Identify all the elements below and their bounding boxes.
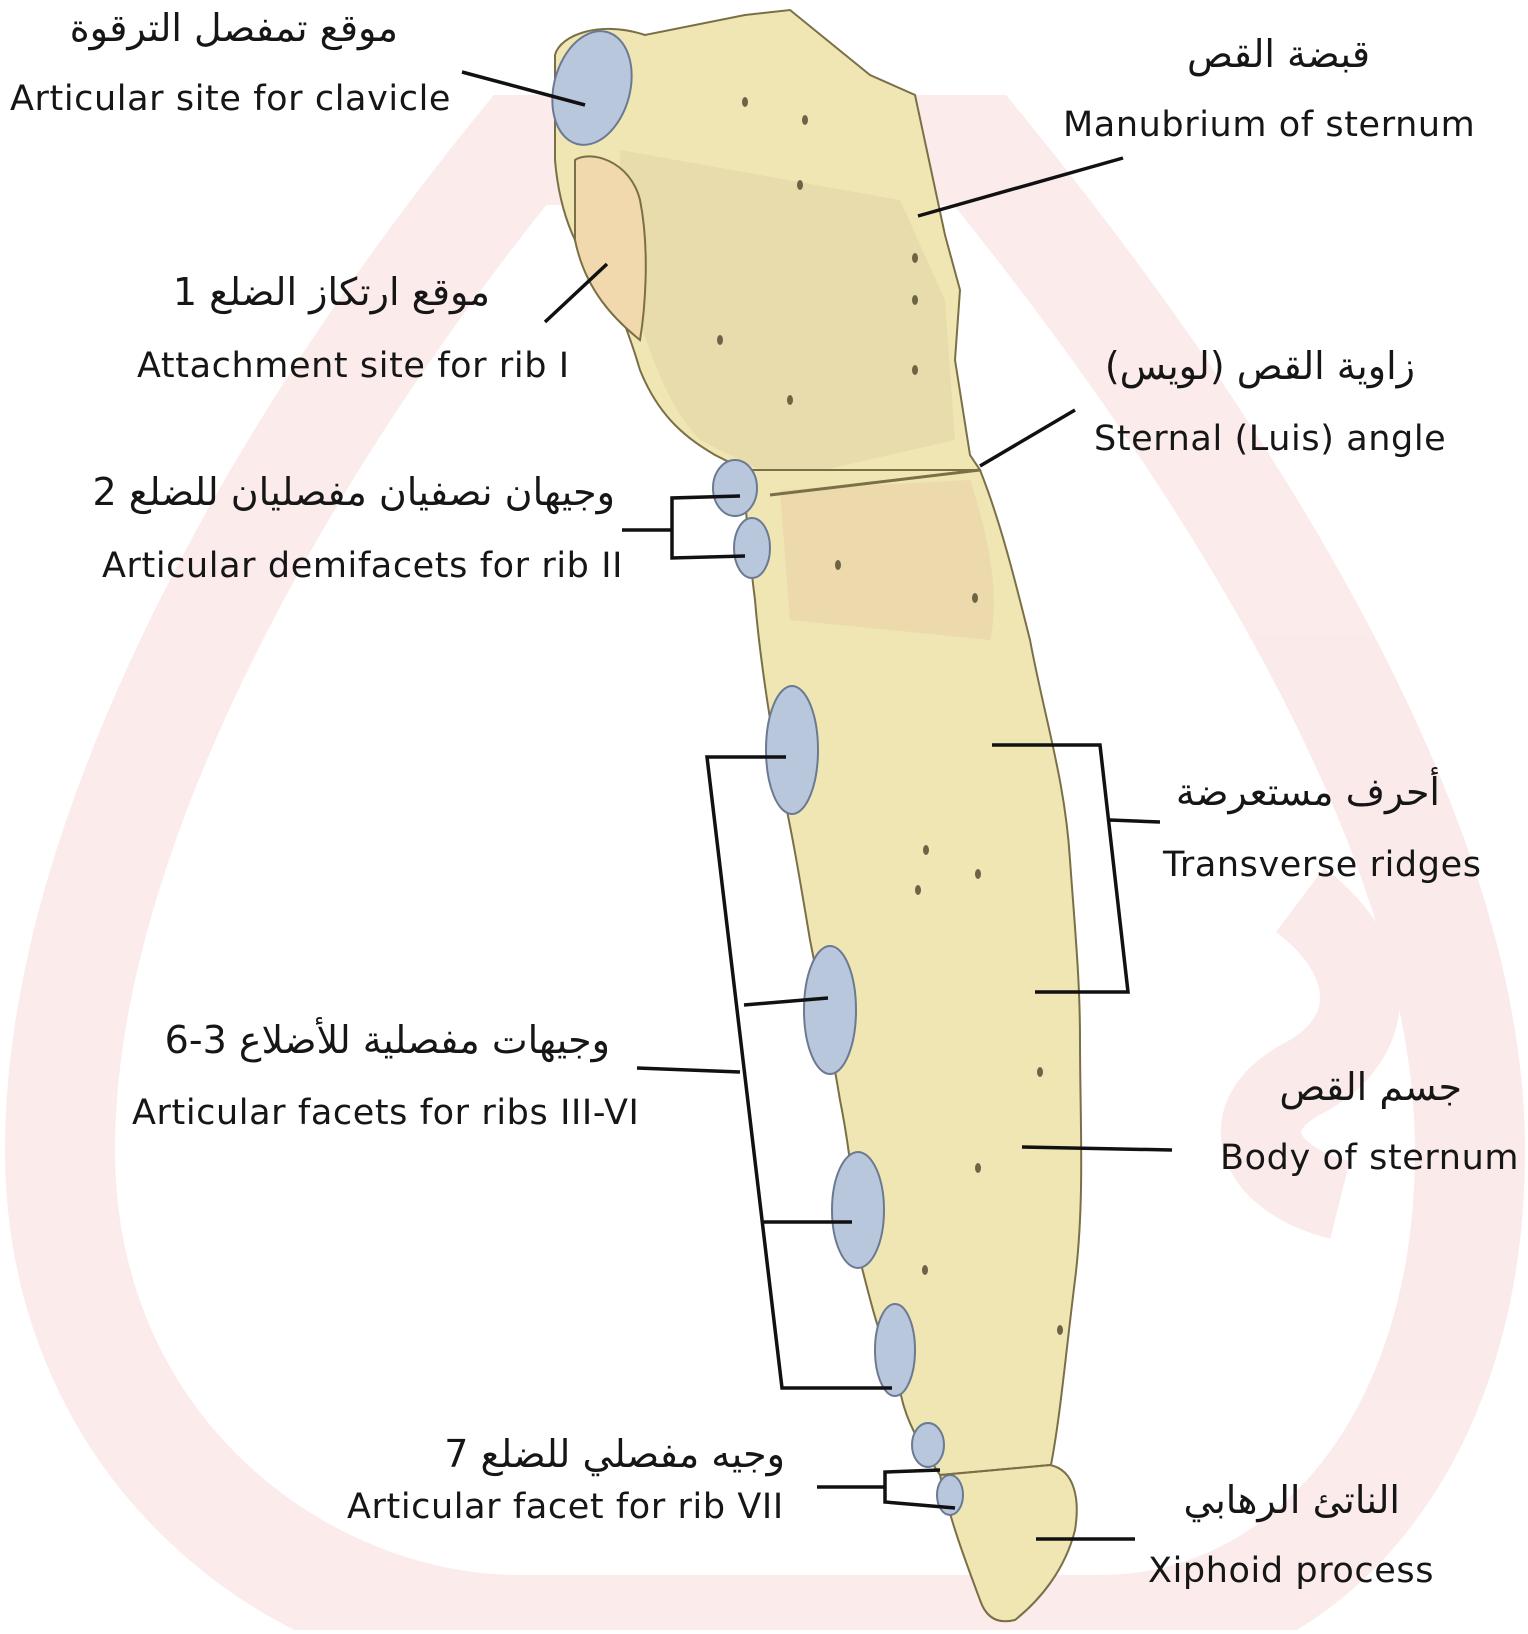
- rib1-label-en: Attachment site for rib I: [137, 345, 570, 387]
- body-label-ar: جسم القص: [1262, 1065, 1462, 1109]
- sternum-body-shadow: [780, 480, 994, 640]
- rib4-facet: [804, 946, 856, 1074]
- rib3-facet: [766, 686, 818, 814]
- rib7-upper-facet: [912, 1423, 944, 1467]
- rib7-label-en: Articular facet for rib VII: [347, 1486, 784, 1528]
- ribs3-6-label-ar: وجيهات مفصلية للأضلاع 3-6: [140, 1018, 610, 1062]
- clavicle-label-ar: موقع تمفصل الترقوة: [58, 6, 398, 50]
- clavicle-label-en: Articular site for clavicle: [10, 78, 451, 120]
- rib5-facet: [832, 1152, 884, 1268]
- manubrium-label-en: Manubrium of sternum: [1063, 104, 1475, 146]
- sternal-angle-label-ar: زاوية القص (لويس): [1100, 344, 1415, 388]
- sternal-angle-leader: [980, 410, 1075, 466]
- rib2-label-en: Articular demifacets for rib II: [102, 545, 623, 587]
- manubrium-label-ar: قبضة القص: [1170, 32, 1370, 76]
- rib6-facet: [875, 1304, 915, 1396]
- rib7-label-ar: وجيه مفصلي للضلع 7: [420, 1432, 785, 1476]
- rib7-bracket: [817, 1470, 955, 1508]
- xiphoid-label-ar: الناتئ الرهابي: [1185, 1478, 1400, 1522]
- ribs3-6-label-en: Articular facets for ribs III-VI: [132, 1092, 639, 1134]
- rib2-lower-demifacet: [734, 518, 770, 578]
- ridges-label-en: Transverse ridges: [1163, 844, 1482, 886]
- rib2-upper-demifacet: [713, 460, 757, 516]
- sternal-angle-label-en: Sternal (Luis) angle: [1094, 418, 1446, 460]
- body-label-en: Body of sternum: [1220, 1137, 1519, 1179]
- xiphoid-label-en: Xiphoid process: [1148, 1550, 1434, 1592]
- ridges-label-ar: أحرف مستعرضة: [1185, 770, 1440, 814]
- rib1-label-ar: موقع ارتكاز الضلع 1: [170, 270, 490, 314]
- rib2-label-ar: وجيهان نصفيان مفصليان للضلع 2: [70, 470, 615, 514]
